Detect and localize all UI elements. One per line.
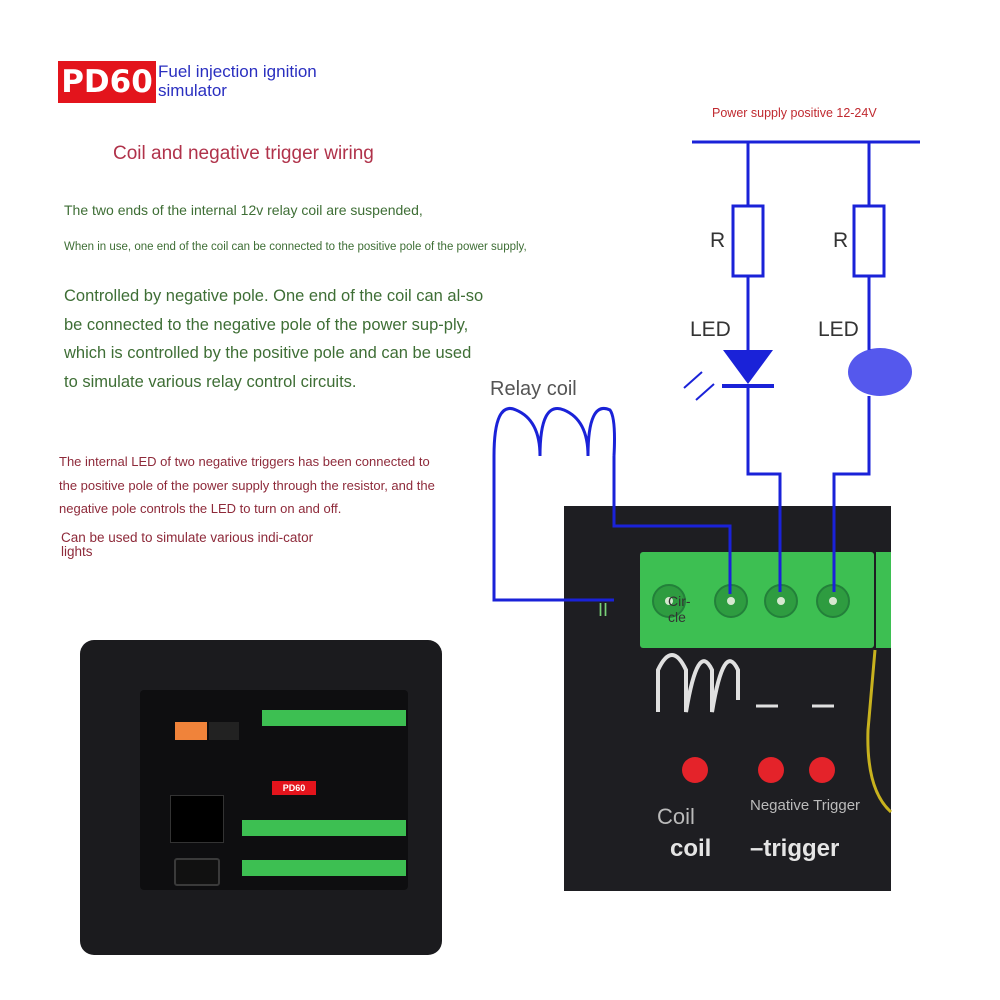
terminal-mark: II: [598, 600, 609, 620]
yellow-wire: [866, 649, 893, 814]
relay-coil-symbol: [492, 407, 616, 457]
device-bottom-terminal-row: [242, 860, 406, 876]
device-top-terminal-row: [262, 710, 406, 726]
negative-trigger-label-print: –trigger: [750, 835, 840, 862]
product-title: Fuel injection ignition simulator: [158, 62, 317, 100]
relay-coil-wire-left: [492, 456, 614, 602]
device-orange-terminal: [175, 722, 207, 740]
supply-label: Power supply positive 12-24V: [712, 106, 877, 120]
coil-label-en: Coil: [657, 804, 695, 829]
terminal-block-edge: [876, 552, 891, 648]
device-power-switch: [174, 858, 220, 886]
coil-print-symbol: [656, 653, 740, 713]
branch-1-bottom: [746, 386, 782, 592]
description-line-2: When in use, one end of the coil can be …: [64, 241, 527, 253]
resistor-label-1: R: [710, 229, 726, 252]
description-paragraph-3: Controlled by negative pole. One end of …: [64, 287, 484, 391]
resistor-1: [731, 204, 765, 278]
description-paragraph-5: Can be used to simulate various indi-cat…: [61, 530, 314, 559]
coil-indicator-led: [682, 757, 708, 783]
resistor-label-2: R: [833, 229, 849, 252]
trigger-indicator-led-2: [809, 757, 835, 783]
branch-2-bottom: [832, 396, 871, 592]
terminal-screw-1: [652, 584, 686, 618]
led-1-symbol: [723, 350, 773, 384]
description-line-1: The two ends of the internal 12v relay c…: [64, 202, 423, 218]
resistor-2: [852, 204, 886, 278]
description-paragraph-4: The internal LED of two negative trigger…: [59, 454, 435, 516]
relay-coil-wire-right: [612, 456, 732, 594]
relay-coil-label: Relay coil: [490, 378, 577, 400]
led-label-2: LED: [818, 318, 859, 341]
trigger-indicator-led-1: [758, 757, 784, 783]
circle-label: Cir-cle: [668, 593, 691, 625]
coil-label-print: coil: [670, 835, 712, 862]
product-badge: PD60: [58, 61, 156, 103]
led-label-1: LED: [690, 318, 731, 341]
device-logo: PD60: [272, 781, 316, 795]
led-1-arrow-a: [683, 371, 703, 389]
negative-trigger-label-en: Negative Trigger: [750, 797, 861, 814]
device-black-terminal: [209, 722, 239, 740]
section-subtitle: Coil and negative trigger wiring: [113, 143, 374, 164]
led-2-blurred: [848, 348, 912, 396]
device-mid-terminal-row: [242, 820, 406, 836]
device-display: [170, 795, 224, 843]
led-1-arrow-b: [695, 383, 715, 401]
